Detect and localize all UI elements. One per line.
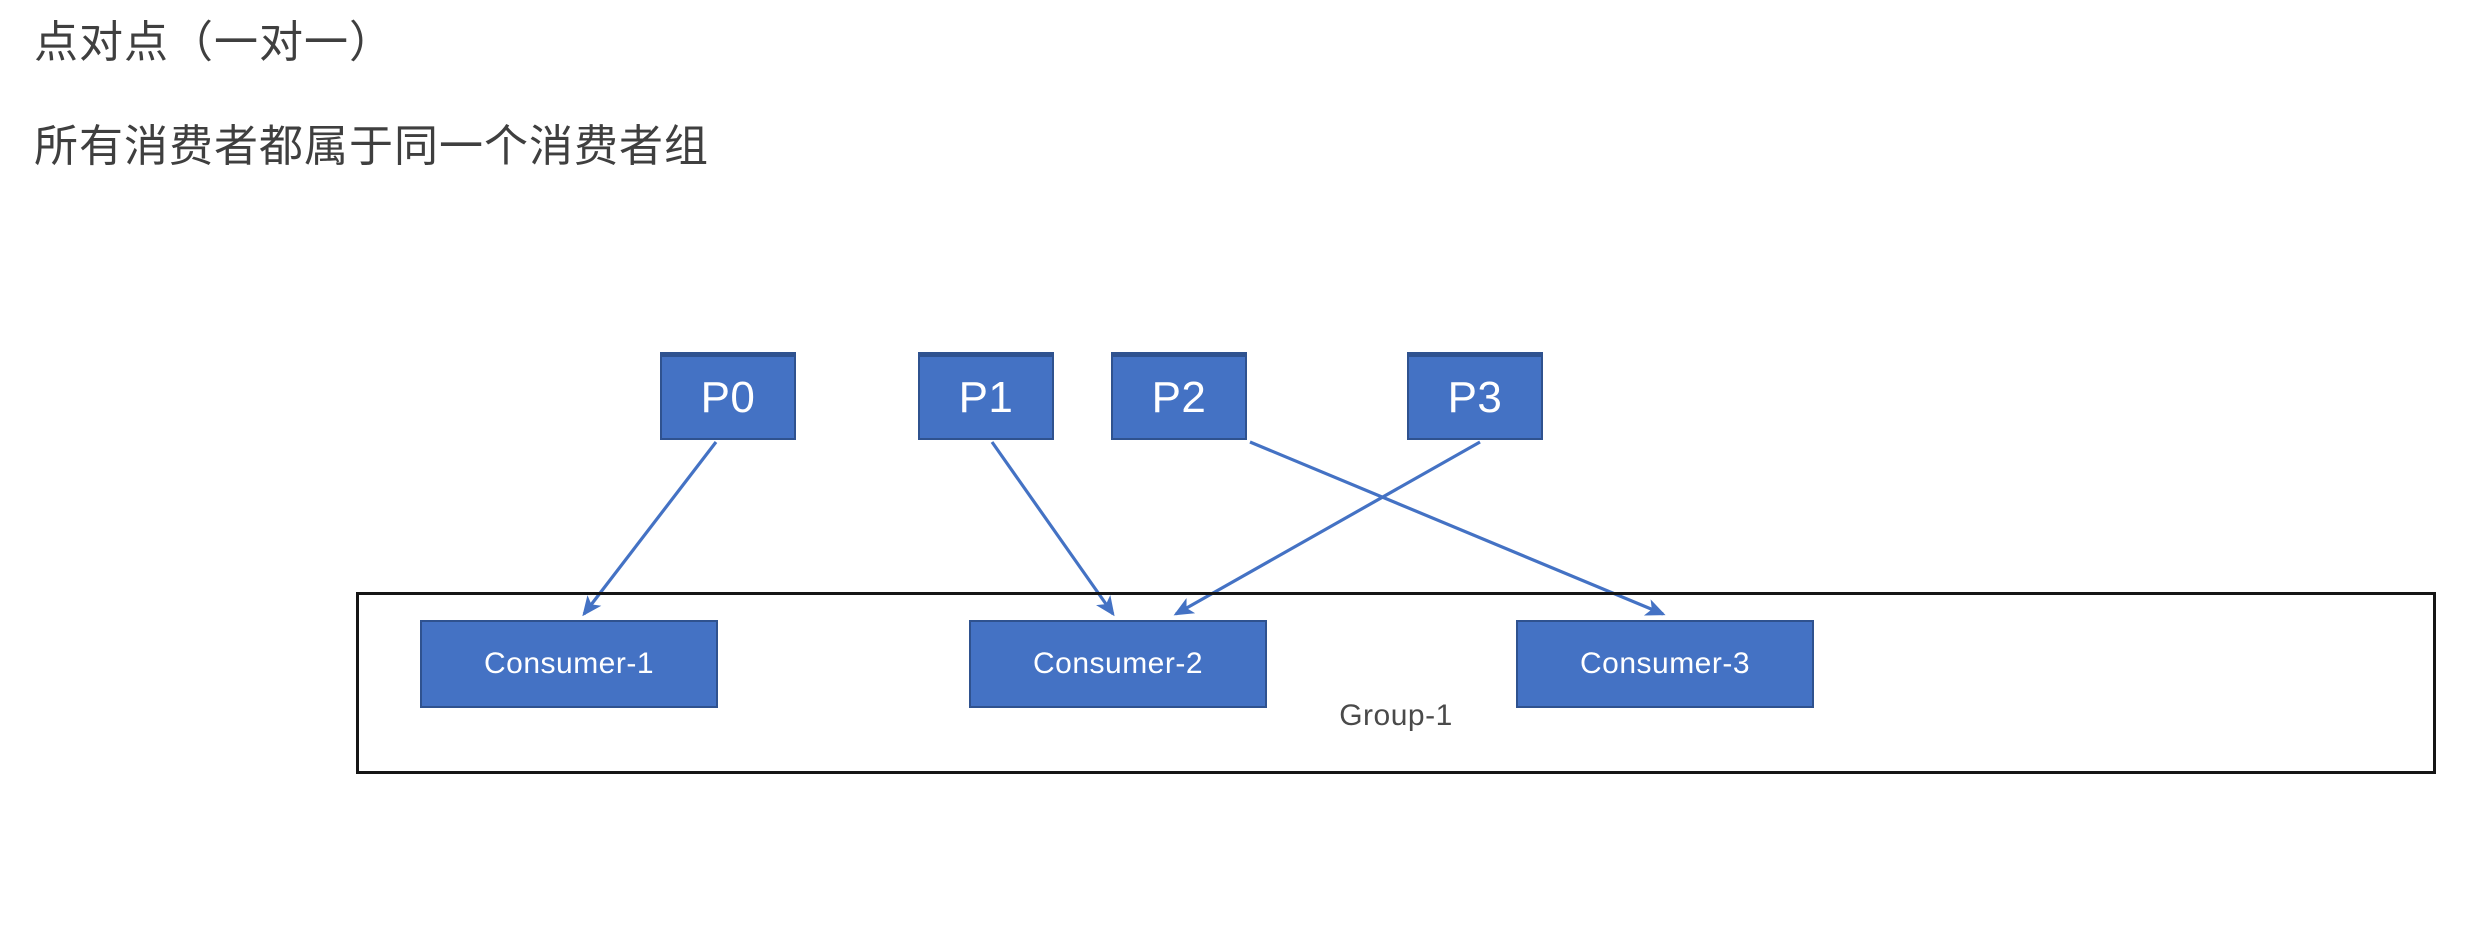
partition-box-p1[interactable]: P1 (918, 352, 1054, 440)
consumer-box-3[interactable]: Consumer-3 (1516, 620, 1814, 708)
partition-box-p0[interactable]: P0 (660, 352, 796, 440)
consumer-label: Consumer-2 (1032, 647, 1204, 680)
partition-box-p3[interactable]: P3 (1407, 352, 1543, 440)
connector-p0-to-consumer-1 (582, 441, 718, 617)
partition-box-p2[interactable]: P2 (1111, 352, 1247, 440)
consumer-label: Consumer-1 (483, 647, 655, 680)
page-title: 点对点（一对一） (34, 18, 394, 67)
connector-p3-to-consumer-2 (1173, 440, 1481, 616)
consumer-box-1[interactable]: Consumer-1 (420, 620, 718, 708)
consumer-box-2[interactable]: Consumer-2 (969, 620, 1267, 708)
partition-label: P2 (1151, 372, 1207, 422)
group-label: Group-1 (1339, 699, 1453, 732)
partition-label: P3 (1447, 372, 1503, 422)
consumer-group-box: Group-1 (356, 592, 2436, 774)
connector-p2-to-consumer-3 (1249, 440, 1666, 616)
partition-label: P0 (700, 372, 756, 422)
consumer-label: Consumer-3 (1579, 647, 1751, 680)
heading-block: 点对点（一对一） 所有消费者都属于同一个消费者组 (34, 0, 1434, 174)
connector-p1-to-consumer-2 (990, 441, 1115, 617)
page-subtitle: 所有消费者都属于同一个消费者组 (34, 122, 709, 171)
partition-label: P1 (958, 372, 1014, 422)
